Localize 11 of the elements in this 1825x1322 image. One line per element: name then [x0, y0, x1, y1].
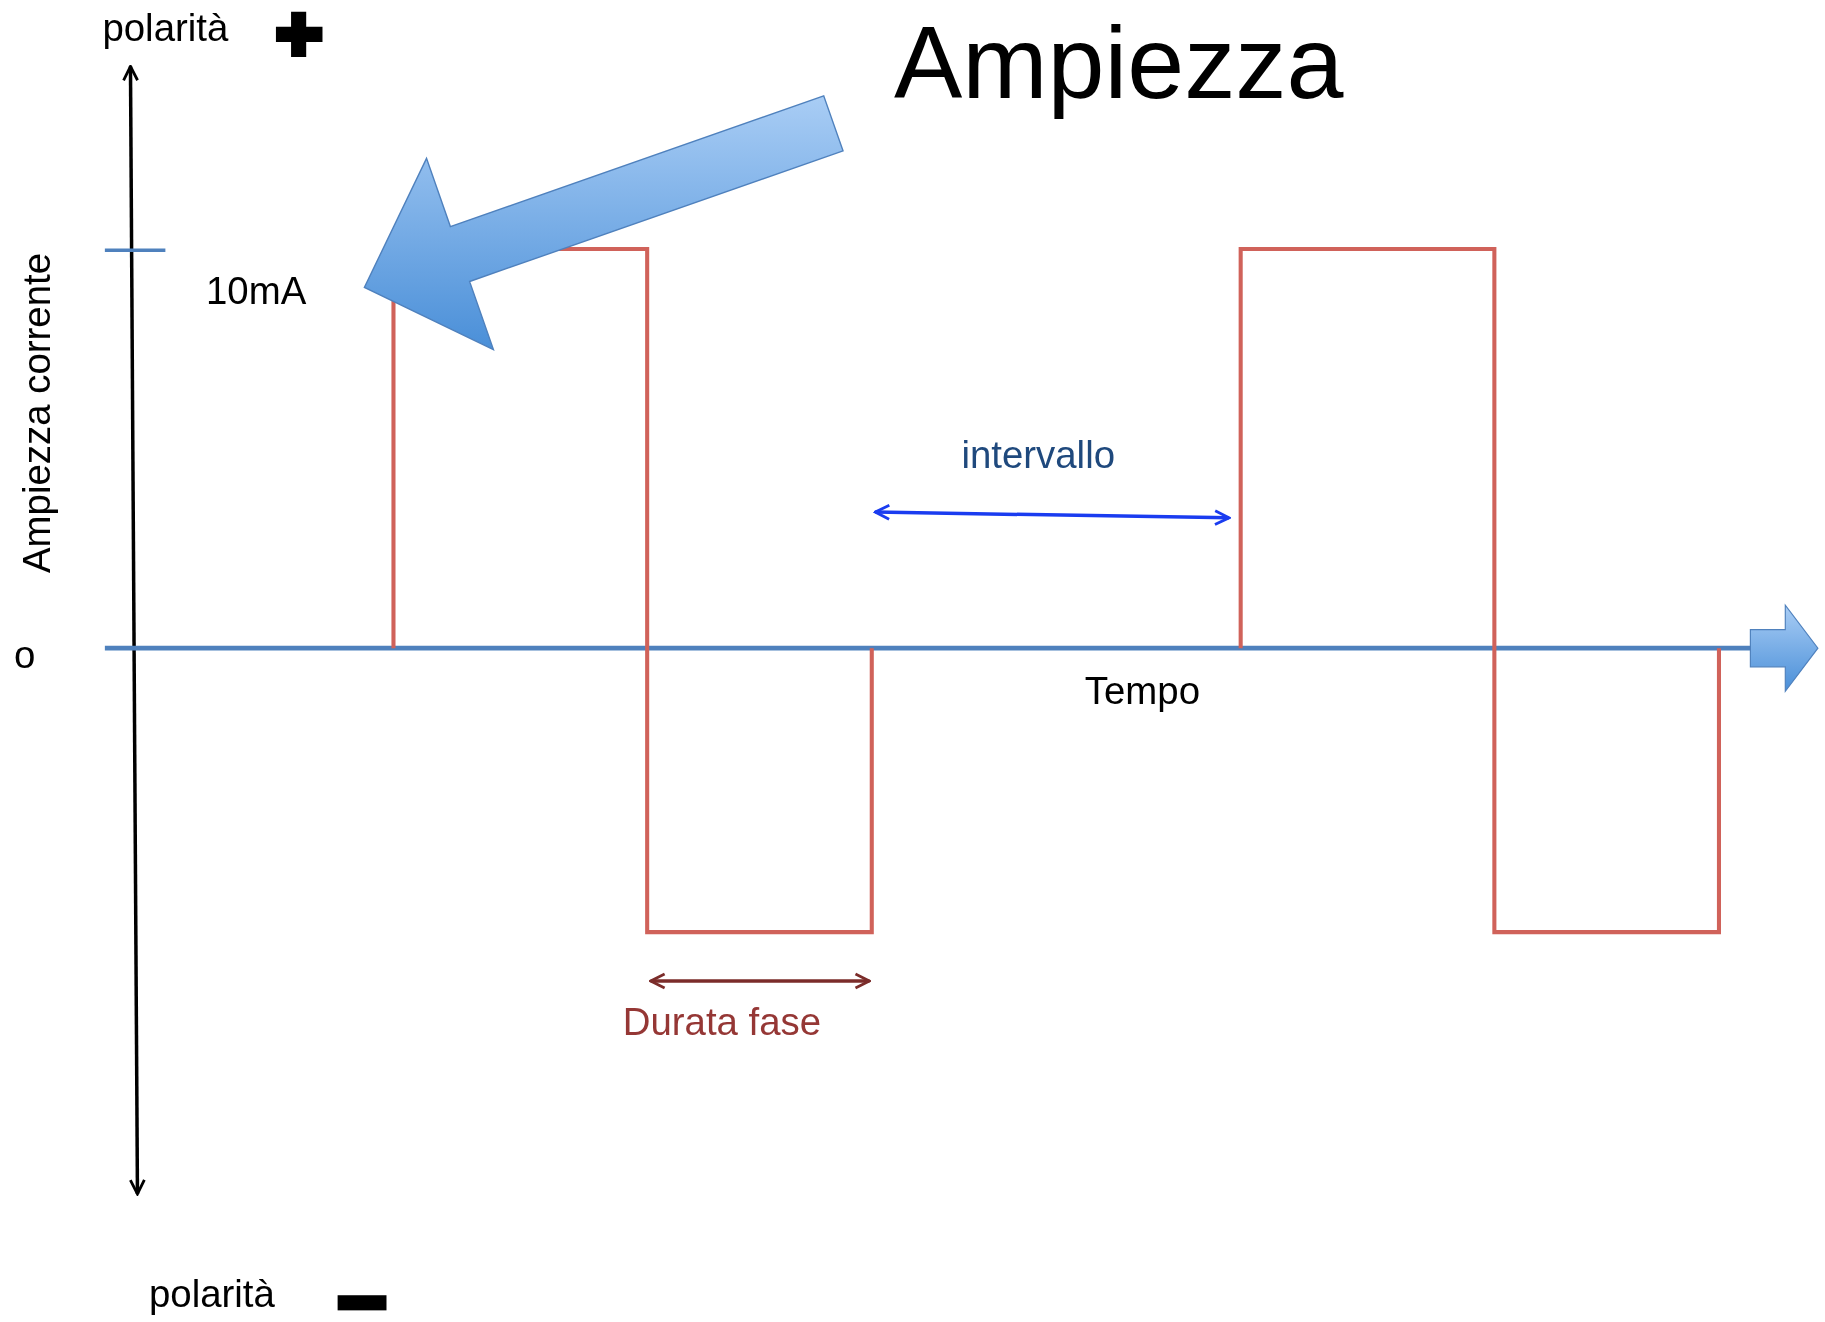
axis-label: polarità: [102, 6, 229, 50]
callout-arrow: [363, 95, 844, 351]
axis-label: o: [13, 634, 36, 677]
tick-label: 10mA: [206, 270, 307, 313]
axis-title: Ampiezza corrente: [16, 253, 59, 574]
dimension-label: Durata fase: [622, 1000, 822, 1044]
waveform-drawing: [391, 247, 1721, 935]
axis-title: Tempo: [1084, 670, 1200, 713]
axis-label: polarità: [148, 1273, 275, 1316]
callout-text: Ampiezza: [893, 6, 1344, 120]
dimension-label: intervallo: [961, 434, 1115, 477]
